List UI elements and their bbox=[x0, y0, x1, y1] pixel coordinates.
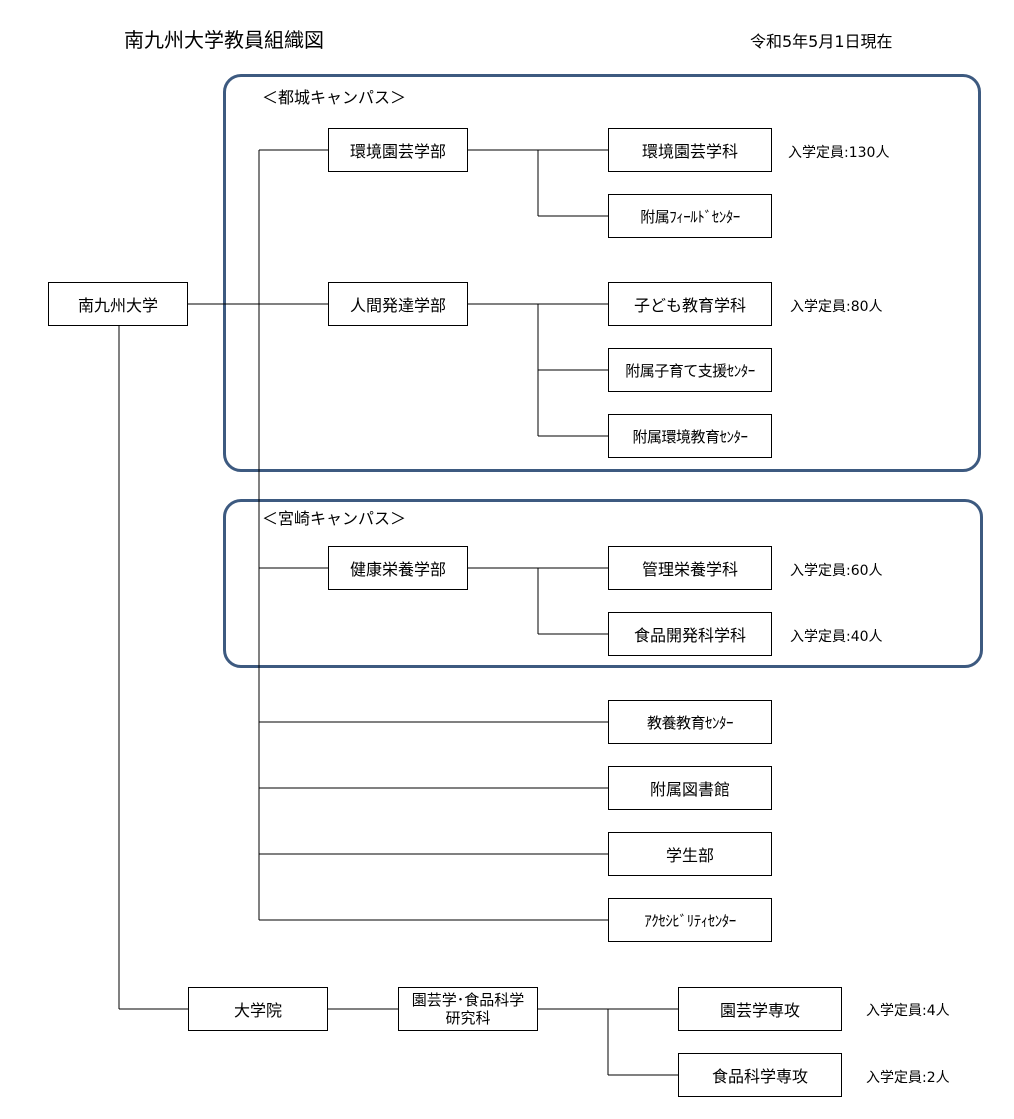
quota-child-edu: 入学定員:80人 bbox=[790, 299, 883, 315]
miyakonojo-campus-frame bbox=[223, 74, 981, 472]
quota-env-hort: 入学定員:130人 bbox=[788, 145, 890, 161]
child-edu-dept-box: 子ども教育学科 bbox=[608, 282, 772, 326]
graduate-school-box: 大学院 bbox=[188, 987, 328, 1031]
miyazaki-campus-frame bbox=[223, 499, 983, 668]
accessibility-center-box: ｱｸｾｼﾋﾞﾘﾃｨｾﾝﾀｰ bbox=[608, 898, 772, 942]
grad-course-box: 園芸学･食品科学 研究科 bbox=[398, 987, 538, 1031]
university-box: 南九州大学 bbox=[48, 282, 188, 326]
health-nutr-faculty-box: 健康栄養学部 bbox=[328, 546, 468, 590]
field-center-box: 附属ﾌｨｰﾙﾄﾞｾﾝﾀｰ bbox=[608, 194, 772, 238]
childcare-center-box: 附属子育て支援ｾﾝﾀｰ bbox=[608, 348, 772, 392]
liberal-edu-center-box: 教養教育ｾﾝﾀｰ bbox=[608, 700, 772, 744]
grad-course-line1: 園芸学･食品科学 bbox=[411, 991, 525, 1009]
env-hort-dept-box: 環境園芸学科 bbox=[608, 128, 772, 172]
env-hort-faculty-box: 環境園芸学部 bbox=[328, 128, 468, 172]
miyakonojo-campus-label: ＜都城キャンパス＞ bbox=[262, 88, 407, 107]
miyazaki-campus-label: ＜宮崎キャンパス＞ bbox=[262, 509, 407, 528]
hort-major-box: 園芸学専攻 bbox=[678, 987, 842, 1031]
quota-hort-major: 入学定員:4人 bbox=[866, 1003, 950, 1019]
quota-food-dev: 入学定員:40人 bbox=[790, 629, 883, 645]
human-dev-faculty-box: 人間発達学部 bbox=[328, 282, 468, 326]
student-affairs-box: 学生部 bbox=[608, 832, 772, 876]
library-box: 附属図書館 bbox=[608, 766, 772, 810]
food-sci-major-box: 食品科学専攻 bbox=[678, 1053, 842, 1097]
page-title: 南九州大学教員組織図 bbox=[124, 28, 324, 52]
food-dev-dept-box: 食品開発科学科 bbox=[608, 612, 772, 656]
quota-mgmt-nutr: 入学定員:60人 bbox=[790, 563, 883, 579]
as-of-date: 令和5年5月1日現在 bbox=[750, 32, 893, 51]
grad-course-line2: 研究科 bbox=[445, 1009, 491, 1027]
quota-food-sci-major: 入学定員:2人 bbox=[866, 1070, 950, 1086]
mgmt-nutr-dept-box: 管理栄養学科 bbox=[608, 546, 772, 590]
env-edu-center-box: 附属環境教育ｾﾝﾀｰ bbox=[608, 414, 772, 458]
